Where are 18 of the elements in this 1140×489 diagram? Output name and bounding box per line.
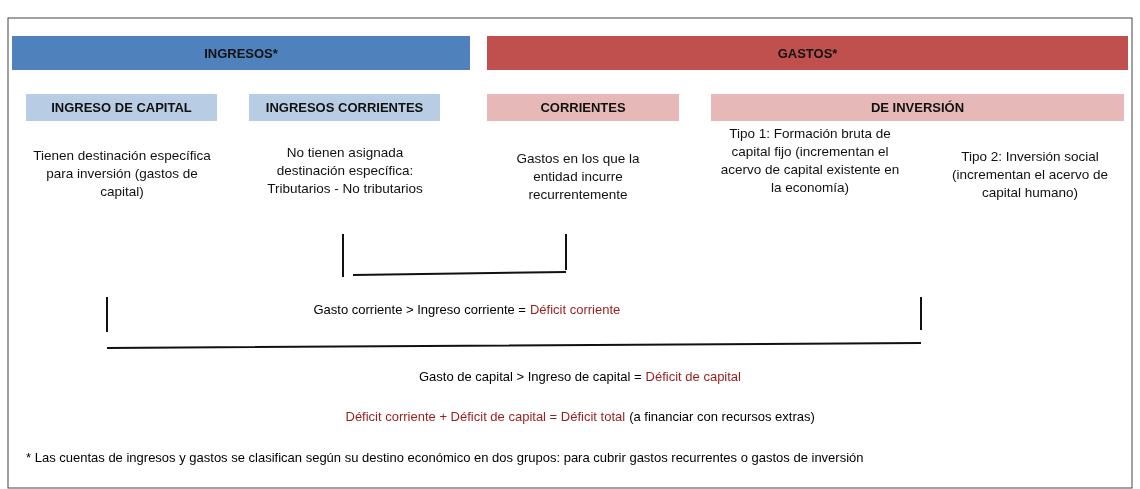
formula-text: (a financiar con recursos extras) xyxy=(629,409,815,424)
description-text: Tipo 2: Inversión social (incrementan el acervo de capital humano) xyxy=(950,148,1110,202)
description-text: No tienen asignada destinación específica: Tributarios - No tributarios xyxy=(266,144,424,198)
formula-text: Gasto de capital > Ingreso de capital = xyxy=(419,369,642,384)
description-text: Tienen destinación específica para inversión (gastos de capital) xyxy=(32,147,212,201)
formula-text: Déficit corriente xyxy=(529,302,621,317)
description-text: Gastos en los que la entidad incurre recurrentemente xyxy=(515,150,641,204)
header-bar: INGRESO DE CAPITAL xyxy=(26,94,217,121)
header-bar: DE INVERSIÓN xyxy=(711,94,1124,121)
header-bar: CORRIENTES xyxy=(487,94,679,121)
description-text: Tipo 1: Formación bruta de capital fijo (incrementan el acervo de capital existente en la economía) xyxy=(719,125,901,197)
formula-text: Déficit corriente + Déficit de capital = Déficit total xyxy=(345,409,626,424)
formula-text: Déficit de capital xyxy=(645,369,741,384)
formula-text: Gasto corriente > Ingreso corriente = xyxy=(313,302,526,317)
header-bar: INGRESOS CORRIENTES xyxy=(249,94,440,121)
header-bar: INGRESOS* xyxy=(12,36,470,70)
footnote-text: * Las cuentas de ingresos y gastos se clasifican según su destino económico en dos grupos: para cubrir gastos recurrentes o gastos de inversión xyxy=(26,450,864,465)
header-bar: GASTOS* xyxy=(487,36,1128,70)
